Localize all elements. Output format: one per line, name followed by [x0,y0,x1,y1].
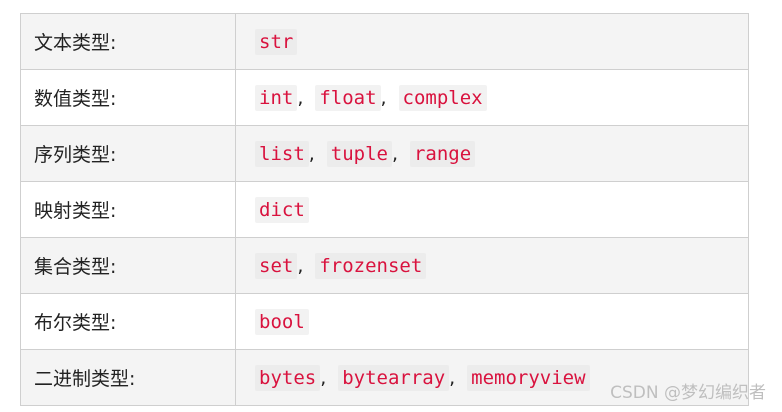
table-row: 文本类型: str [20,13,749,70]
type-values-cell: str [235,13,749,70]
comma-separator: , [308,142,315,165]
comma-separator: , [297,86,304,109]
table-row: 集合类型: set, frozenset [20,237,749,294]
type-name-code: range [409,140,476,167]
type-name-code: bytearray [338,364,450,391]
type-name-code: str [255,28,298,55]
type-values-cell: dict [235,181,749,238]
type-name-code: set [255,252,298,279]
type-name-code: bytes [255,364,321,391]
type-category-label: 布尔类型: [20,293,236,350]
type-category-label: 数值类型: [20,69,236,126]
table-row: 数值类型:int,float,complex [20,69,749,126]
type-name-code: bool [255,308,309,335]
comma-separator: , [380,86,387,109]
csdn-watermark: CSDN @梦幻编织者 [610,383,766,403]
type-name-code: float [315,84,381,111]
type-name-code: dict [255,196,309,223]
type-name-code: int [255,84,298,111]
type-category-label: 映射类型: [20,181,236,238]
comma-separator: , [297,254,304,277]
table-row: 序列类型:list,tuple,range [20,125,749,182]
type-name-code: complex [398,84,487,111]
type-name-code: memoryview [467,364,590,391]
comma-separator: , [320,366,327,389]
type-category-label: 文本类型: [20,13,236,70]
type-values-cell: set, frozenset [235,237,749,294]
type-name-code: list [255,140,309,167]
table-row: 映射类型: dict [20,181,749,238]
type-category-label: 集合类型: [20,237,236,294]
type-values-cell: int,float,complex [235,69,749,126]
comma-separator: , [391,142,399,165]
type-values-cell: bytes,bytearray,memoryview [235,349,749,406]
type-name-code: tuple [326,140,392,167]
type-category-label: 序列类型: [20,125,236,182]
type-category-label: 二进制类型: [20,349,236,406]
type-values-cell: list,tuple,range [235,125,749,182]
comma-separator: , [449,366,456,389]
table-row: 二进制类型:bytes,bytearray,memoryview [20,349,749,406]
type-values-cell: bool [235,293,749,350]
table-row: 布尔类型: bool [20,293,749,350]
type-name-code: frozenset [315,252,427,279]
